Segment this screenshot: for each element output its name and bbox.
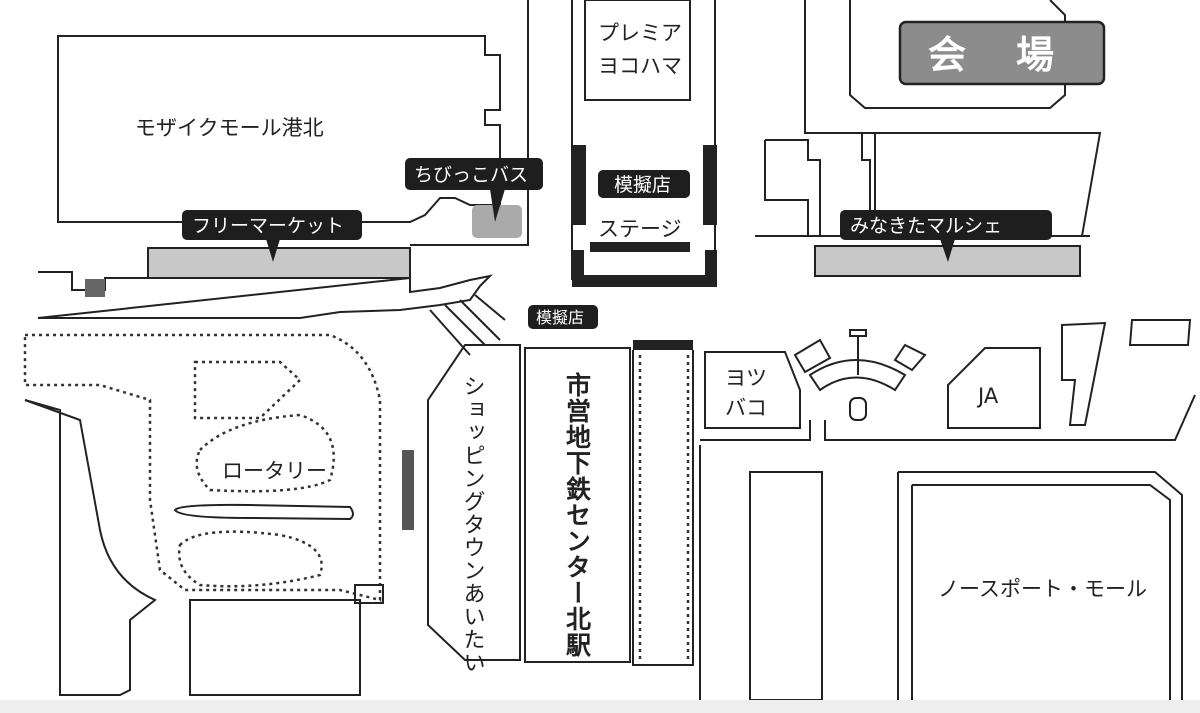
yotsubako-label-1: ヨツ [725, 366, 767, 390]
kids-bus-callout[interactable]: ちびっこバス [405, 158, 543, 222]
kids-bus-label: ちびっこバス [414, 164, 528, 186]
premia-label-2: ヨコハマ [598, 54, 682, 78]
flea-market-callout[interactable]: フリーマーケット [182, 210, 362, 262]
shopping-town-building[interactable]: ショッピングタウンあいたい [427, 344, 521, 674]
stall-stage-label: 模擬店 [614, 174, 671, 196]
minakita-marche-label: みなきたマルシェ [850, 215, 1002, 237]
shopping-town-label: ショッピングタウンあいたい [460, 375, 485, 674]
venue-label-box[interactable]: 会 場 [898, 20, 1106, 86]
northport-mall-label: ノースポート・モール [938, 577, 1147, 601]
stairs-icon [85, 279, 105, 297]
subway-station-building[interactable]: 市営地下鉄センター北駅 [524, 347, 631, 663]
venue-label: 会 場 [928, 33, 1060, 77]
mosaic-mall-building[interactable]: モザイクモール港北 [57, 35, 501, 223]
stage-platform[interactable] [590, 242, 690, 252]
stall-stage-callout[interactable]: 模擬店 [598, 170, 690, 198]
stage-label: ステージ [598, 217, 682, 241]
plaza-stage [793, 329, 927, 421]
stall-street-callout[interactable]: 模擬店 [528, 305, 598, 329]
kids-bus-area[interactable] [472, 205, 522, 238]
minakita-marche-callout[interactable]: みなきたマルシェ [840, 210, 1052, 262]
yotsubako-label-2: バコ [725, 396, 767, 420]
premia-label-1: プレミア [598, 21, 682, 45]
stall-street-label: 模擬店 [536, 308, 584, 327]
flea-market-label: フリーマーケット [192, 215, 344, 237]
flea-market-area[interactable] [147, 247, 411, 279]
premia-yokohama-building[interactable] [584, 0, 691, 101]
station-label: 市営地下鉄センター北駅 [563, 371, 592, 658]
mosaic-mall-label: モザイクモール港北 [135, 116, 324, 140]
rotary-area[interactable]: ロータリー [23, 333, 382, 602]
yotsubako-building[interactable]: ヨツ バコ [704, 351, 801, 429]
northport-mall-building[interactable]: ノースポート・モール [897, 471, 1183, 700]
ja-building[interactable]: JA [947, 347, 1041, 429]
rotary-label: ロータリー [222, 459, 327, 483]
stairs-icon-2 [402, 450, 414, 530]
ja-label: JA [976, 384, 999, 408]
